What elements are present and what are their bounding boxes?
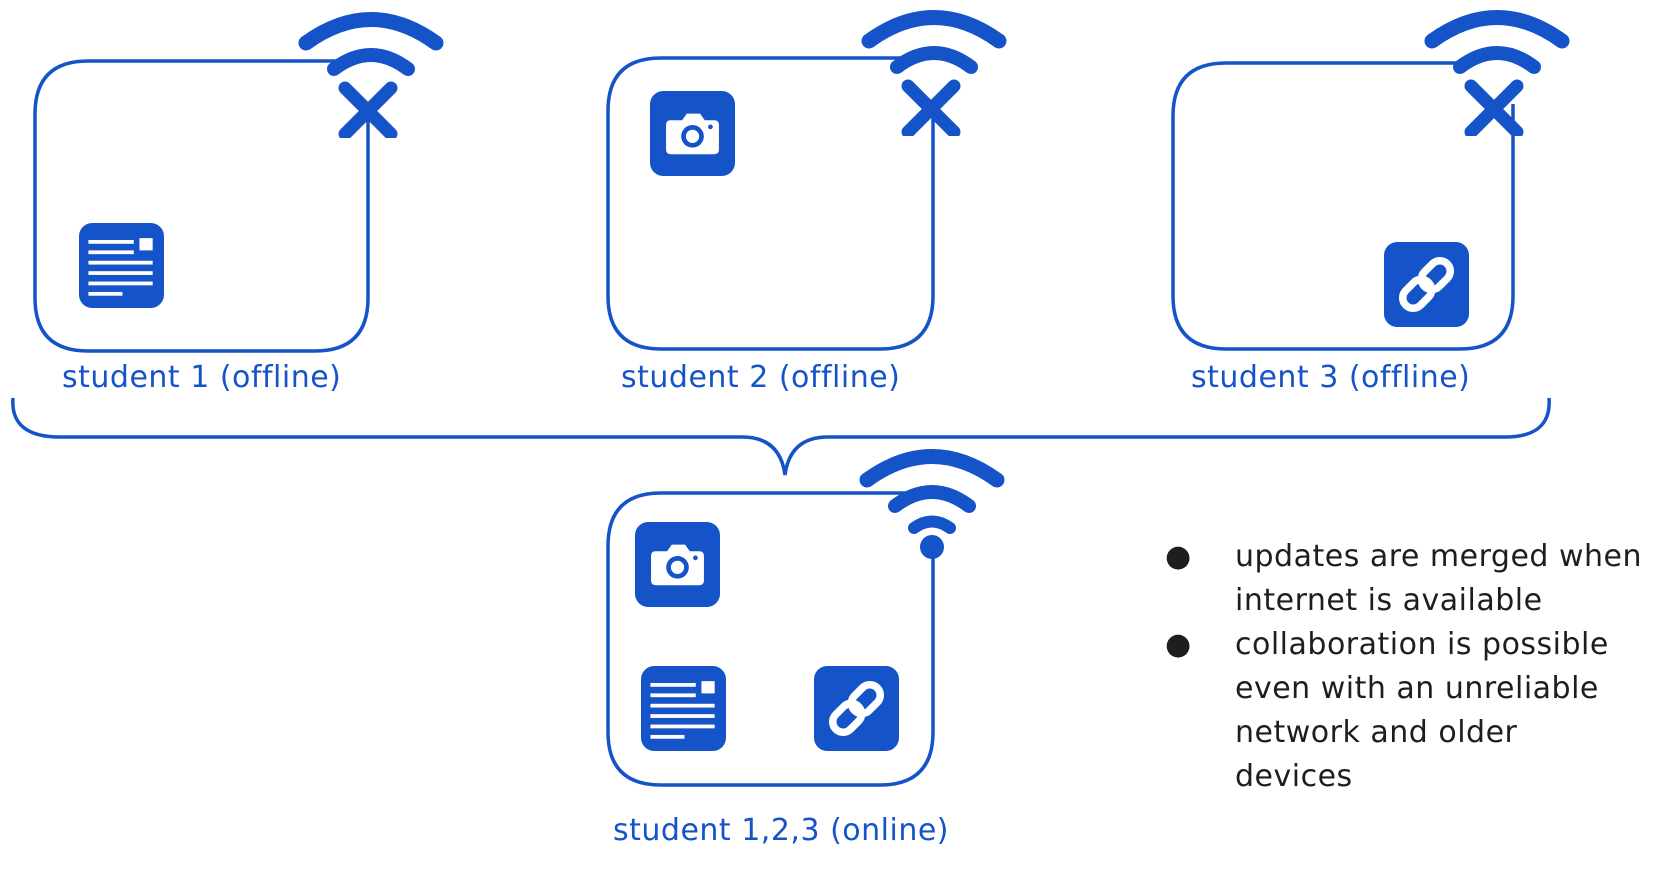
device-frame-student-3 bbox=[1171, 61, 1515, 351]
device-label-student-2: student 2 (offline) bbox=[621, 360, 901, 395]
link-icon bbox=[814, 666, 899, 751]
notes-list: ● updates are merged when internet is av… bbox=[1165, 535, 1645, 799]
camera-icon bbox=[650, 91, 735, 176]
device-label-student-1: student 1 (offline) bbox=[62, 360, 342, 395]
wifi-off-icon bbox=[869, 18, 999, 133]
device-frame-student-1 bbox=[33, 59, 370, 353]
device-frame-student-2 bbox=[606, 56, 935, 351]
bullet-dot: ● bbox=[1165, 627, 1192, 662]
device-frame-merged bbox=[606, 491, 935, 787]
merge-brace bbox=[11, 397, 1551, 476]
wifi-off-icon bbox=[306, 20, 436, 135]
device-outlines bbox=[11, 56, 1551, 787]
bullet-dot: ● bbox=[1165, 539, 1192, 574]
wifi-icon bbox=[867, 457, 997, 560]
document-icon bbox=[641, 666, 726, 751]
note-text: collaboration is possible even with an u… bbox=[1235, 627, 1609, 794]
note-text: updates are merged when internet is avai… bbox=[1235, 539, 1643, 618]
document-icon bbox=[79, 223, 164, 308]
wifi-off-icon bbox=[1432, 18, 1562, 133]
device-label-merged: student 1,2,3 (online) bbox=[613, 813, 950, 848]
device-label-student-3: student 3 (offline) bbox=[1191, 360, 1471, 395]
note-item: ● updates are merged when internet is av… bbox=[1165, 535, 1645, 623]
link-icon bbox=[1384, 242, 1469, 327]
note-item: ● collaboration is possible even with an… bbox=[1165, 623, 1645, 799]
camera-icon bbox=[635, 522, 720, 607]
